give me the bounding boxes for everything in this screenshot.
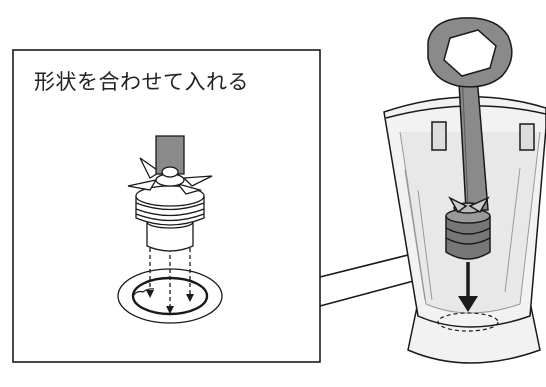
wrench-tool [427, 17, 513, 260]
callout-blade-assembly [127, 135, 213, 314]
jar-seat-target [437, 312, 499, 332]
callout-label: 形状を合わせて入れる [34, 70, 249, 94]
down-arrow-icon [458, 262, 478, 312]
callout-panel [12, 49, 437, 363]
